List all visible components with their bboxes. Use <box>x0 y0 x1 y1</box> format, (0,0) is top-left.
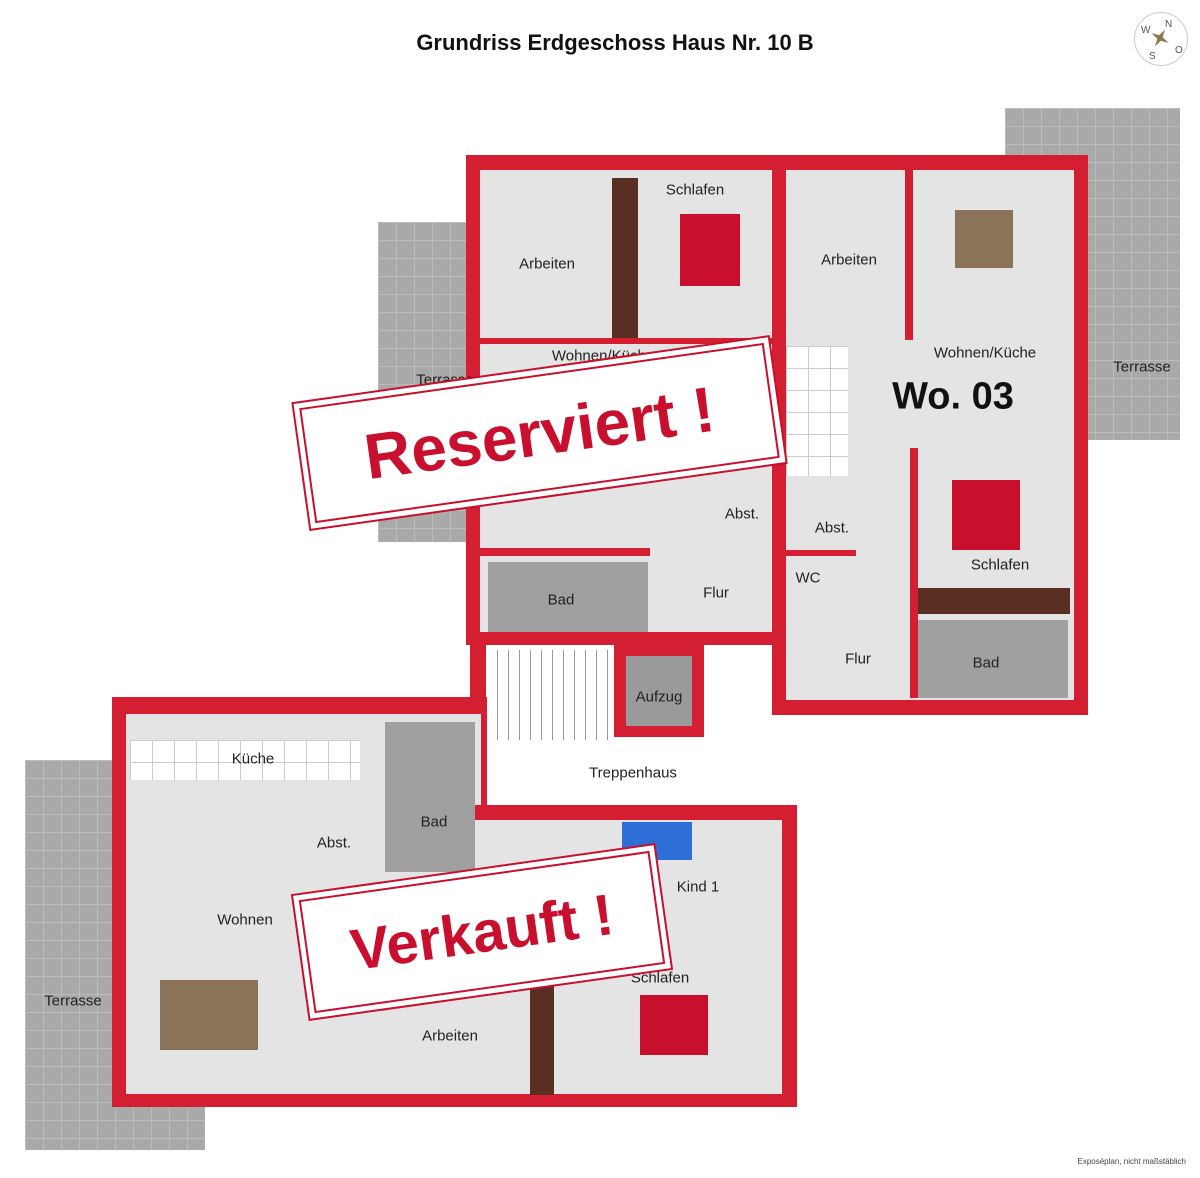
room-label: WC <box>795 569 821 587</box>
room-label: Abst. <box>316 834 352 852</box>
room-label: Bad <box>972 654 1000 672</box>
unit-label: Wo. 03 <box>892 375 1014 418</box>
room-label: Arbeiten <box>422 1027 478 1045</box>
room-label: Bad <box>547 591 575 609</box>
room-label: Schlafen <box>630 969 690 987</box>
bed <box>680 214 740 286</box>
room-label: Schlafen <box>665 181 725 199</box>
room-label: Wohnen <box>217 911 273 929</box>
footnote: Exposéplan, nicht maßstäblich <box>1077 1157 1187 1166</box>
kitchen-tiles <box>130 740 360 780</box>
wall <box>910 448 918 698</box>
rug <box>955 210 1013 268</box>
room-label: Terrasse <box>1113 358 1171 376</box>
wall <box>480 548 650 556</box>
room-label: Schlafen <box>970 556 1030 574</box>
kitchen-tiles <box>786 346 848 476</box>
compass-icon: N O S W <box>1134 12 1188 66</box>
room-label: Bad <box>420 813 448 831</box>
room-label: Küche <box>231 750 275 768</box>
room-label: Kind 1 <box>676 878 720 896</box>
room-label: Flur <box>703 584 729 602</box>
room-label: Arbeiten <box>821 251 877 269</box>
staircase <box>487 650 612 740</box>
room-label: Abst. <box>724 505 760 523</box>
room-label: Abst. <box>814 519 850 537</box>
compass-west: W <box>1141 25 1151 36</box>
bathroom-floor <box>385 722 475 872</box>
plan-title: Grundriss Erdgeschoss Haus Nr. 10 B <box>416 30 814 55</box>
room-label: Arbeiten <box>519 255 575 273</box>
compass-north: N <box>1165 19 1173 30</box>
room-label: Flur <box>845 650 871 668</box>
room-label: Treppenhaus <box>589 764 677 782</box>
bed <box>640 995 708 1055</box>
compass-south: S <box>1149 51 1156 62</box>
room-label: Terrasse <box>44 992 102 1010</box>
wall <box>775 155 783 645</box>
wall <box>786 550 856 556</box>
room-label: Wohnen/Küche <box>933 344 1037 362</box>
bed <box>952 480 1020 550</box>
compass-east: O <box>1175 45 1183 56</box>
elevator-shaft <box>626 656 692 726</box>
bathroom-floor <box>918 620 1068 698</box>
rug <box>160 980 258 1050</box>
wall <box>905 160 913 340</box>
bathroom-floor <box>488 562 648 632</box>
room-label: Aufzug <box>635 688 683 706</box>
wardrobe <box>612 178 638 338</box>
wardrobe <box>530 975 554 1095</box>
room-label: Wohnen/Küche <box>551 347 655 365</box>
room-label: Terrasse <box>416 371 474 389</box>
wall <box>480 338 775 344</box>
wardrobe <box>918 588 1070 614</box>
